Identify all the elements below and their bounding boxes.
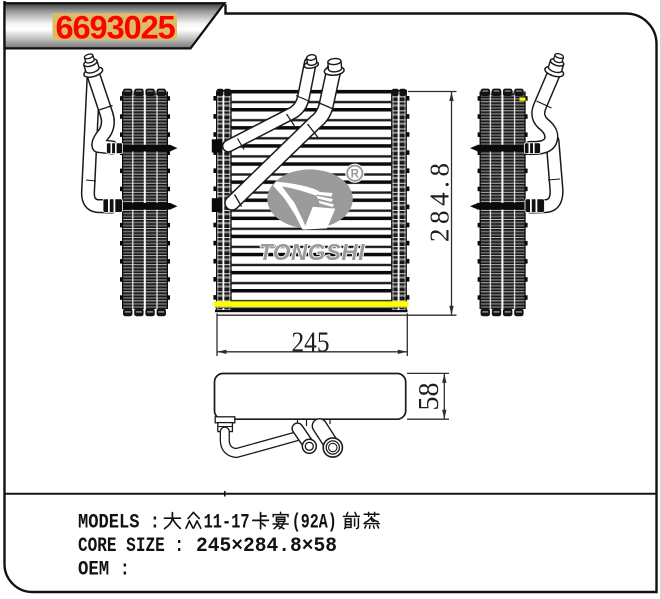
svg-text:6693025: 6693025: [56, 10, 176, 46]
svg-text:R: R: [351, 168, 360, 180]
svg-text:MODELS :: MODELS :: [78, 511, 160, 534]
svg-text:58: 58: [414, 383, 445, 411]
svg-text:OEM :: OEM :: [78, 559, 130, 582]
svg-text:CORE SIZE :: CORE SIZE :: [78, 535, 184, 558]
svg-text:245: 245: [292, 327, 330, 358]
svg-text:TONGSHI: TONGSHI: [259, 239, 365, 265]
svg-text:(92A): (92A): [292, 511, 337, 534]
svg-text:245×284.8×58: 245×284.8×58: [196, 535, 337, 558]
svg-text:11-17: 11-17: [204, 511, 250, 534]
svg-text:284.8: 284.8: [425, 163, 455, 242]
